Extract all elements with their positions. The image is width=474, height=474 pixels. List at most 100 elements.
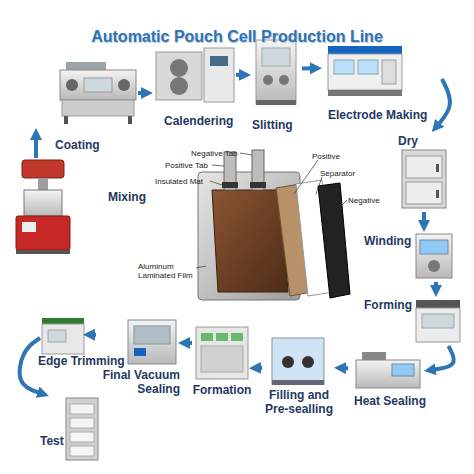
step-label: Mixing (108, 190, 146, 204)
leader-line (210, 181, 222, 185)
flow-arrow (342, 366, 348, 370)
slitter-machine (256, 40, 296, 105)
mixer-machine (24, 190, 62, 216)
part-label: Separator (320, 169, 355, 178)
trimmer-machine (42, 324, 84, 354)
filling-machine (302, 356, 314, 368)
process-step: Formation (192, 325, 252, 397)
tester-machine (66, 398, 98, 460)
process-step: Test (40, 396, 100, 466)
step-label: Slitting (252, 118, 293, 132)
trimmer-machine (42, 318, 84, 354)
flow-arrow (422, 212, 426, 224)
flow-arrow (434, 282, 438, 289)
filling-machine (272, 380, 324, 385)
process-step: Coating (28, 58, 138, 128)
heat-sealer-machine (392, 364, 414, 376)
slitter-machine (262, 48, 290, 66)
step-label: Coating (55, 138, 100, 152)
calender-machine (156, 48, 234, 102)
flow-arrow (302, 66, 314, 70)
process-step: Calendering (152, 44, 236, 132)
process-step: Mixing (8, 158, 168, 256)
oven-machine (436, 164, 439, 172)
process-step: Filling and Pre-sealling (262, 336, 336, 420)
coater-machine (128, 116, 132, 124)
coater-machine (60, 70, 136, 100)
tester-machine (70, 432, 94, 442)
heat-sealer-machine (356, 360, 420, 388)
flow-arrow (91, 333, 96, 337)
vacuum-sealer-machine (134, 326, 170, 344)
part-label: Aluminum Laminated Film (138, 262, 198, 280)
oven-machine (402, 150, 446, 208)
process-step: Electrode Making (322, 42, 442, 124)
part-label: Negative Tab (191, 149, 238, 158)
vacuum-sealer-machine (128, 320, 176, 364)
forming-machine (416, 300, 460, 308)
flow-arrow (138, 91, 145, 95)
electrode-machine (334, 60, 354, 74)
coater-machine (66, 79, 78, 91)
step-label: Calendering (164, 114, 233, 128)
winder-machine (428, 260, 440, 272)
coater-machine (60, 62, 136, 124)
slitter-machine (263, 75, 273, 85)
process-step: Heat Sealing (348, 352, 424, 406)
slitter-machine (256, 100, 296, 105)
leader-line (212, 165, 224, 166)
formation-machine (196, 327, 248, 379)
flow-arrow (257, 366, 262, 370)
flow-arrow (236, 73, 243, 77)
mixer-machine (16, 160, 70, 254)
calender-machine (204, 48, 234, 102)
forming-machine (422, 314, 454, 328)
vacuum-sealer-machine (134, 348, 146, 356)
vacuum-sealer-machine (128, 320, 176, 364)
electrode-machine (328, 46, 402, 54)
trimmer-machine (42, 318, 84, 324)
part-label: Negative (348, 196, 380, 205)
step-label: Test (40, 434, 64, 448)
step-label: Forming (364, 298, 412, 312)
oven-machine (406, 182, 442, 204)
step-label: Final Vacuum Sealing (96, 368, 180, 396)
electrode-machine (358, 60, 378, 74)
part-label: Insulated Mat (155, 177, 203, 186)
mixer-machine (22, 222, 36, 232)
formation-machine (201, 346, 243, 372)
flow-arrow (437, 79, 450, 126)
leader-line (294, 160, 318, 194)
process-step: Edge Trimming (40, 318, 86, 358)
step-label: Electrode Making (328, 108, 427, 122)
trimmer-machine (48, 330, 66, 342)
coater-machine (84, 78, 112, 92)
leader-line (340, 200, 347, 207)
flow-arrow (432, 346, 454, 370)
step-label: Filling and Pre-sealling (262, 388, 336, 416)
mixer-machine (22, 160, 64, 178)
tester-machine (70, 404, 94, 414)
process-step: Winding (372, 232, 452, 282)
coater-machine (118, 79, 130, 91)
coater-machine (62, 100, 134, 116)
electrode-machine (328, 90, 402, 96)
pouch-cell-illustration (250, 182, 266, 188)
oven-machine (436, 190, 439, 198)
tester-machine (70, 418, 94, 428)
pouch-cell-illustration (318, 183, 350, 298)
part-label: Positive Tab (165, 161, 208, 170)
electrode-machine (328, 46, 402, 96)
calender-machine (170, 59, 188, 77)
process-step: Dry (398, 132, 450, 212)
tester-machine (70, 446, 94, 456)
winder-machine (416, 234, 452, 278)
winder-machine (420, 240, 448, 254)
forming-machine (416, 308, 460, 342)
leader-line (196, 266, 206, 268)
diagram-title: Automatic Pouch Cell Production Line (0, 28, 474, 46)
step-label: Edge Trimming (38, 354, 125, 368)
process-step: Slitting (250, 38, 302, 133)
